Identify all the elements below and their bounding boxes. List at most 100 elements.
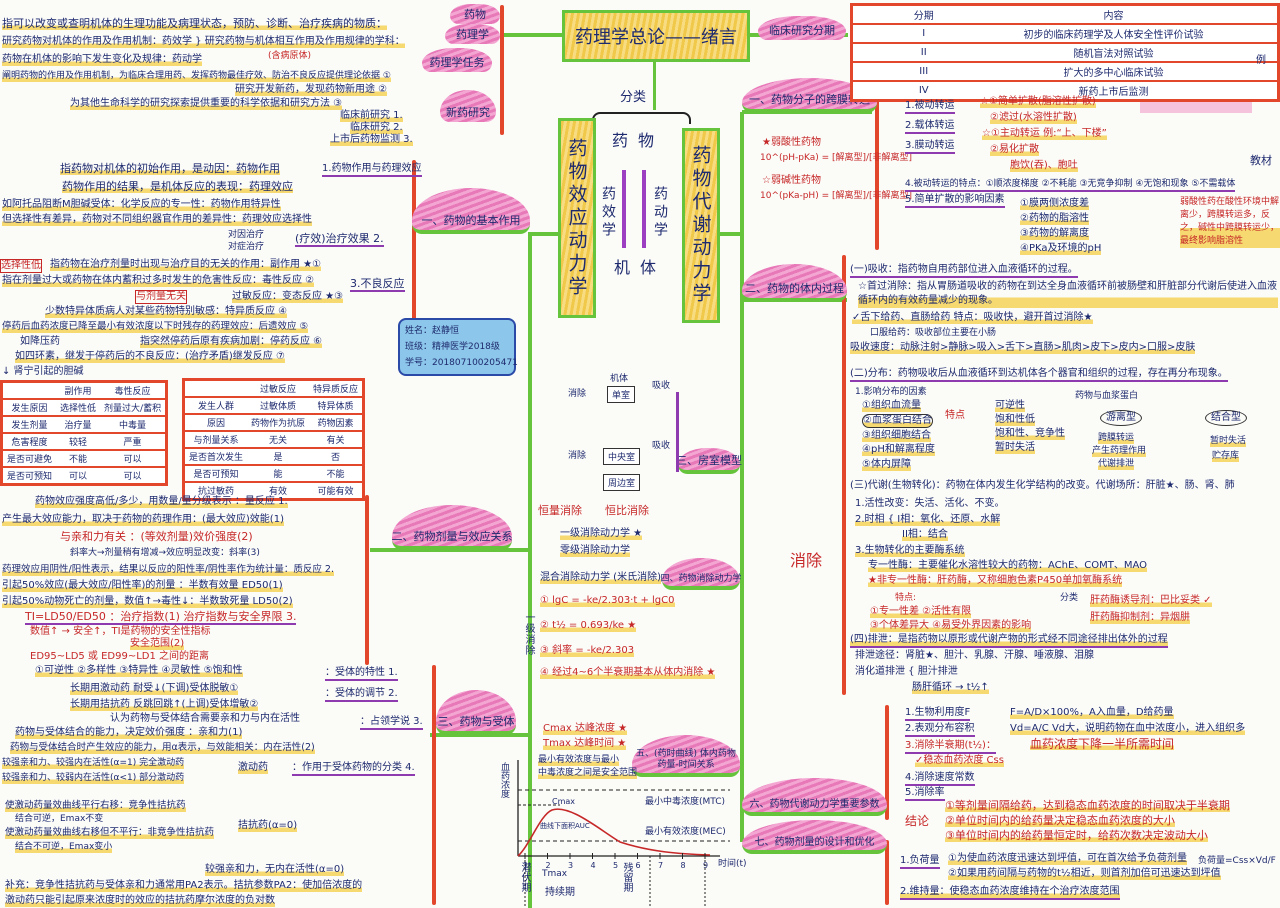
note-text: ③个体差异大 ④易受外界因素的影响 — [870, 620, 1032, 632]
peak-label: Cmax — [552, 797, 576, 806]
table-row: 发生原因选择性低剂量过大/蓄积 — [1, 399, 167, 417]
x-tick-label: 1 — [523, 861, 528, 870]
note-text: 中毒浓度之间是安全范围 — [538, 767, 638, 779]
note-text: 2.载体转运 — [905, 120, 955, 134]
table-cell: 发生剂量 — [1, 416, 57, 434]
node-dose-design: 七、药物剂量的设计和优化 — [742, 820, 887, 854]
note-text: 一级消除动力学 ★ — [560, 528, 643, 540]
note-text: ③药物的解离度 — [1020, 228, 1089, 240]
note-text: 2.时相 { I相：氧化、还原、水解 — [855, 514, 1001, 526]
note-text: ★弱酸性药物 — [762, 137, 821, 148]
table-row: 是否可预知能不能 — [183, 465, 364, 483]
table-cell: 选择性低 — [56, 399, 101, 417]
note-text: 对症治疗 — [228, 242, 265, 252]
table-row: 与剂量关系无关有关 — [183, 431, 364, 449]
note-text: 贮存库 — [1212, 450, 1240, 462]
node-time-curve: 五、(药时曲线) 体内药物药量-时间关系 — [632, 735, 740, 777]
curve-ylabel: 血药浓度 — [499, 762, 509, 798]
note-text: 弱酸性药在酸性环境中解离少，跨膜转运多，反之，碱性中跨膜转运少，最终影响脂溶性 — [1180, 196, 1280, 248]
latent-label: 潜伏期 — [519, 862, 530, 892]
note-text: 3.膜动转运 — [905, 140, 955, 154]
pk-box: 药物代谢动力学 — [682, 128, 720, 323]
node-dose-effect: 二、药物剂量与效应关系 — [392, 505, 513, 550]
note-text: 口服给药：吸收部位主要在小肠 — [870, 328, 997, 338]
note-text: ★非专一性酶：肝药酶，又称细胞色素P450单加氧酶系统 — [868, 575, 1123, 587]
table-cell: 发生原因 — [1, 399, 57, 417]
note-text: ☆首过消除：指从胃肠道吸收的药物在到达全身血液循环前被肠壁和肝脏部分代谢后使进入… — [858, 280, 1278, 308]
page-title: 药理学总论——绪言 — [575, 27, 737, 48]
note-text: (二)分布：药物吸收后从血液循环到达机体各个器官和组织的过程，存在再分布现象。 — [850, 368, 1228, 382]
compartment-body: 机体 — [610, 374, 629, 384]
table-cell — [1232, 4, 1279, 25]
branch-line — [432, 665, 436, 905]
note-text: 引起50%效应(最大效应/阳性率)的剂量 ：半数有效量 ED50(1) — [2, 580, 283, 592]
x-tick-label: 3 — [568, 861, 573, 870]
student-name: 姓名：赵静恒 — [405, 326, 460, 336]
note-text: 使激动药量效曲线平行右移：竞争性拮抗药 — [5, 800, 186, 812]
table-cell: 是否首次发生 — [183, 448, 248, 466]
note-text: 1.生物利用度F — [905, 707, 971, 721]
note-text: 肠肝循环 → t½↑ — [912, 682, 989, 694]
table-cell: 发生人群 — [183, 397, 248, 415]
mec-label: 最小有效浓度(MEC) — [645, 827, 726, 837]
note-text: 一级消除 — [523, 612, 534, 656]
note-text: ✓舌下给药、直肠给药 特点：吸收快，避开首过消除★ — [852, 312, 1093, 324]
note-text: 结合型 — [1205, 410, 1247, 426]
side-effect-table: 副作用毒性反应发生原因选择性低剂量过大/蓄积发生剂量治疗量中毒量危害程度较轻严重… — [0, 380, 169, 486]
absorb-label: 吸收 — [652, 381, 671, 391]
note-text: ①膜两侧浓度差 — [1020, 198, 1089, 210]
note-text: 如四环素，继发于停药后的不良反应：(治疗矛盾)继发反应 ⑦ — [15, 351, 285, 363]
note-text: 长期用拮抗药 反跳回跳↑(上调)受体增敏② — [70, 699, 259, 711]
branch-line — [412, 160, 416, 375]
note-text: ①为使血药浓度迅速达到坪值，可在首次给予负荷剂量 — [948, 853, 1187, 865]
table-cell — [1232, 81, 1279, 102]
x-tick-label: 6 — [636, 861, 641, 870]
x-tick-label: 7 — [658, 861, 663, 870]
table-cell: 过敏体质 — [247, 397, 310, 415]
node-compartment: 三、房室模型 — [676, 448, 742, 474]
tmax-label: Tmax — [542, 869, 568, 879]
note-text: 10^(pH-pKa) = [解离型]/[非解离型] — [760, 153, 913, 163]
note-text: 产生药理作用 — [1092, 445, 1147, 457]
node-elimination-kinetics: 四、药物消除动力学 — [661, 558, 742, 590]
note-text: F=A/D×100%，A入血量，D给药量 — [1010, 707, 1174, 719]
table-cell: 药物因素 — [309, 414, 364, 432]
node-body-process: 二、药物的体内过程 — [742, 264, 847, 302]
note-text: 如降压药 — [20, 336, 60, 347]
elim-label: 消除 — [568, 451, 587, 461]
note-text: 特点 — [945, 410, 965, 421]
table-cell: 是否可预知 — [1, 467, 57, 486]
table-row: 发生剂量治疗量中毒量 — [1, 416, 167, 434]
note-text: ③ 斜率 = -ke/2.303 — [540, 645, 635, 657]
note-text: ④pH和解离程度 — [862, 444, 935, 456]
note-text: 为其他生命科学的研究探索提供重要的科学依据和研究方法 ③ — [70, 98, 343, 110]
note-text: ②血浆蛋白结合 — [862, 414, 933, 428]
table-row: 过敏反应特异质反应 — [183, 379, 364, 398]
note-text: 最小有效浓度与最小 — [538, 754, 620, 766]
pd-short: 药效学 — [600, 186, 616, 240]
table-cell — [1232, 43, 1279, 63]
note-text: 1.被动转运 — [905, 100, 955, 114]
note-text: 结论 — [905, 814, 930, 828]
residual-label: 残留期 — [621, 862, 632, 892]
note-text: 饱和性、竞争性 — [995, 428, 1065, 440]
table-cell: 特异体质 — [309, 397, 364, 415]
note-text: ①可逆性 ②多样性 ③特异性 ④灵敏性 ⑤饱和性 — [35, 665, 243, 677]
note-text: 指在剂量过大或药物在体内蓄积过多时发生的危害性反应：毒性反应 ② — [2, 275, 315, 287]
note-text: 消化道排泄 { 胆汁排泄 — [855, 666, 958, 677]
note-text: 但选择性有差异，药物对不同组织器官作用的差异性：药理效应选择性 — [2, 214, 312, 226]
note-text: ②药物的脂溶性 — [1020, 213, 1089, 225]
note-text: 可逆性 — [995, 400, 1025, 412]
auc-label: 曲线下面积AUC — [540, 822, 590, 830]
note-text: 特点: — [895, 593, 917, 603]
x-tick-label: 5 — [613, 861, 618, 870]
table-cell: 中毒量 — [100, 416, 167, 434]
note-text: 过敏反应：变态反应 ★③ — [232, 291, 344, 303]
note-text: ①组织血流量 — [862, 400, 921, 412]
elim-label: 消除 — [568, 389, 587, 399]
note-text: 肝药酶抑制剂：异烟肼 — [1090, 612, 1190, 624]
x-tick-label: 4 — [591, 861, 596, 870]
note-text: 拮抗药(α=0) — [238, 820, 298, 832]
